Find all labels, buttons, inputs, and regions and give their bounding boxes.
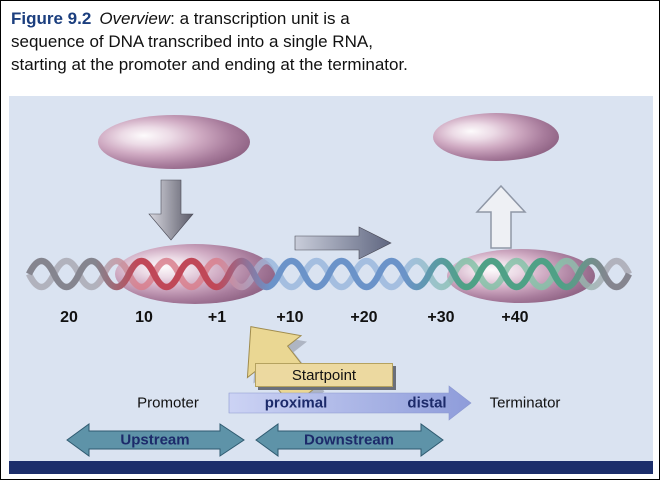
terminator-label: Terminator <box>489 394 561 412</box>
figure-number: Figure 9.2 <box>11 9 92 28</box>
caption-line3: starting at the promoter and ending at t… <box>11 55 408 74</box>
overview-word: Overview <box>99 9 171 28</box>
diagram-panel: 20 10 +1 +10 +20 +30 +40 Startpoint Prom… <box>9 96 653 474</box>
diagram-graphics <box>26 113 632 457</box>
transcription-unit-arrow <box>228 385 472 421</box>
rna-polymerase-right <box>433 113 559 161</box>
position-label: +1 <box>207 309 227 326</box>
distal-label: distal <box>407 394 447 412</box>
downstream-arrow <box>255 423 444 457</box>
position-label: +10 <box>276 309 304 326</box>
dna-strand-front <box>26 257 632 291</box>
position-label: +40 <box>501 309 529 326</box>
bottom-bar <box>9 461 653 474</box>
arrow-down-icon <box>148 179 194 241</box>
upstream-label: Upstream <box>120 431 190 449</box>
position-label: 10 <box>135 309 153 326</box>
caption-line1: Figure 9.2 Overview: a transcription unit… <box>11 7 651 30</box>
startpoint-label: Startpoint <box>255 363 393 387</box>
caption-line1-rest: : a transcription unit is a <box>170 9 350 28</box>
position-label: 20 <box>60 309 78 326</box>
caption-line2: sequence of DNA transcribed into a singl… <box>11 32 373 51</box>
arrow-up-icon <box>475 184 527 249</box>
figure-caption: Figure 9.2 Overview: a transcription unit… <box>11 7 651 76</box>
downstream-label: Downstream <box>303 431 395 449</box>
rna-polymerase-left <box>98 115 250 169</box>
terminator-region-ellipse <box>447 249 595 303</box>
arrow-right-icon <box>294 226 392 260</box>
proximal-label: proximal <box>264 394 328 412</box>
upstream-arrow <box>66 423 245 457</box>
position-label: +20 <box>350 309 378 326</box>
promoter-label: Promoter <box>137 394 199 412</box>
promoter-region-ellipse <box>115 244 275 304</box>
position-label: +30 <box>427 309 455 326</box>
